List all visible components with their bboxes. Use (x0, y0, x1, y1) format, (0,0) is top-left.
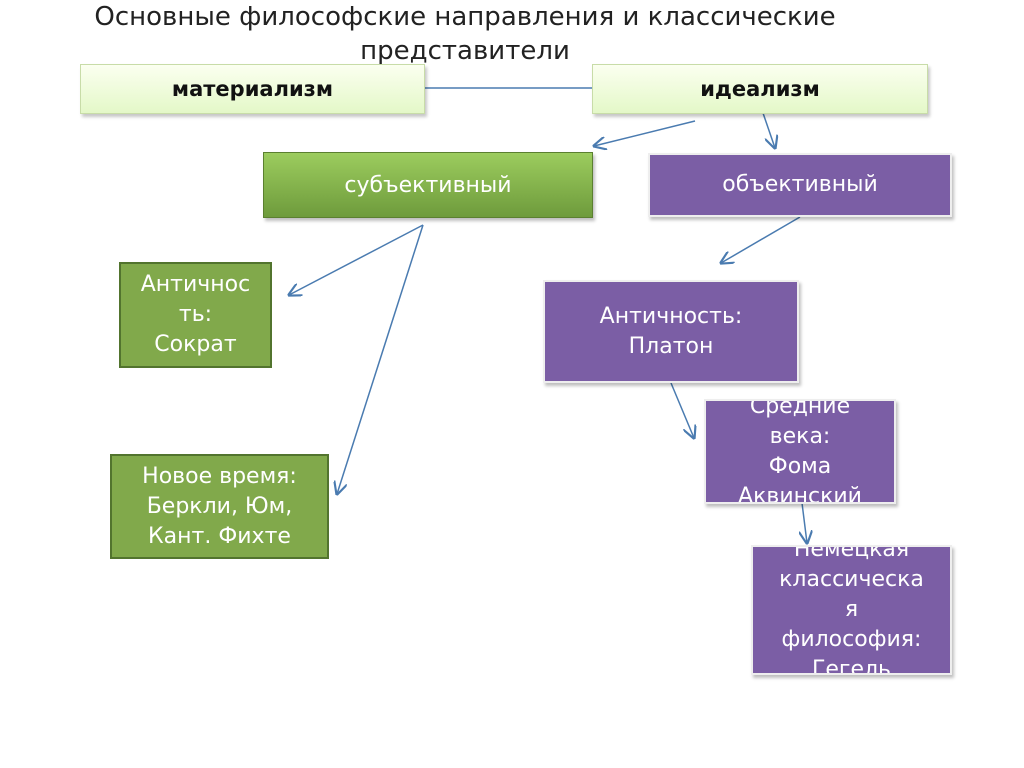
modern-times-box: Новое время: Беркли, Юм, Кант. Фихте (110, 454, 329, 559)
page-title: Основные философские направления и класс… (94, 2, 836, 66)
materialism-box: материализм (80, 64, 425, 114)
plato-box: Античность: Платон (543, 280, 799, 383)
idealism-box: идеализм (592, 64, 928, 114)
subjective-label: субъективный (344, 172, 512, 198)
idealism-label: идеализм (700, 77, 820, 101)
socrates-box: Античнос ть: Сократ (119, 262, 272, 368)
middle-ages-to-german-arrow (802, 502, 807, 543)
idealism-to-subjective-arrow (594, 120, 696, 146)
objective-to-plato-arrow (721, 216, 801, 263)
german-classical-box: Немецкая классическа я философия: Гегель (751, 545, 952, 675)
subjective-box: субъективный (263, 152, 593, 218)
idealism-to-objective-arrow (762, 112, 775, 148)
socrates-label: Античнос ть: Сократ (140, 272, 251, 357)
modern-times-label: Новое время: Беркли, Юм, Кант. Фихте (142, 463, 297, 549)
subjective-to-modern-arrow (337, 224, 424, 494)
plato-to-middle-ages-arrow (670, 382, 694, 438)
german-classical-label: Немецкая классическа я философия: Гегель (779, 545, 924, 675)
objective-box: объективный (648, 153, 952, 217)
plato-label: Античность: Платон (599, 303, 743, 359)
middle-ages-box: Средние века: Фома Аквинский (704, 399, 896, 504)
subjective-to-socrates-arrow (289, 224, 424, 295)
middle-ages-label: Средние века: Фома Аквинский (738, 399, 862, 504)
objective-label: объективный (722, 172, 878, 197)
materialism-label: материализм (171, 77, 334, 101)
